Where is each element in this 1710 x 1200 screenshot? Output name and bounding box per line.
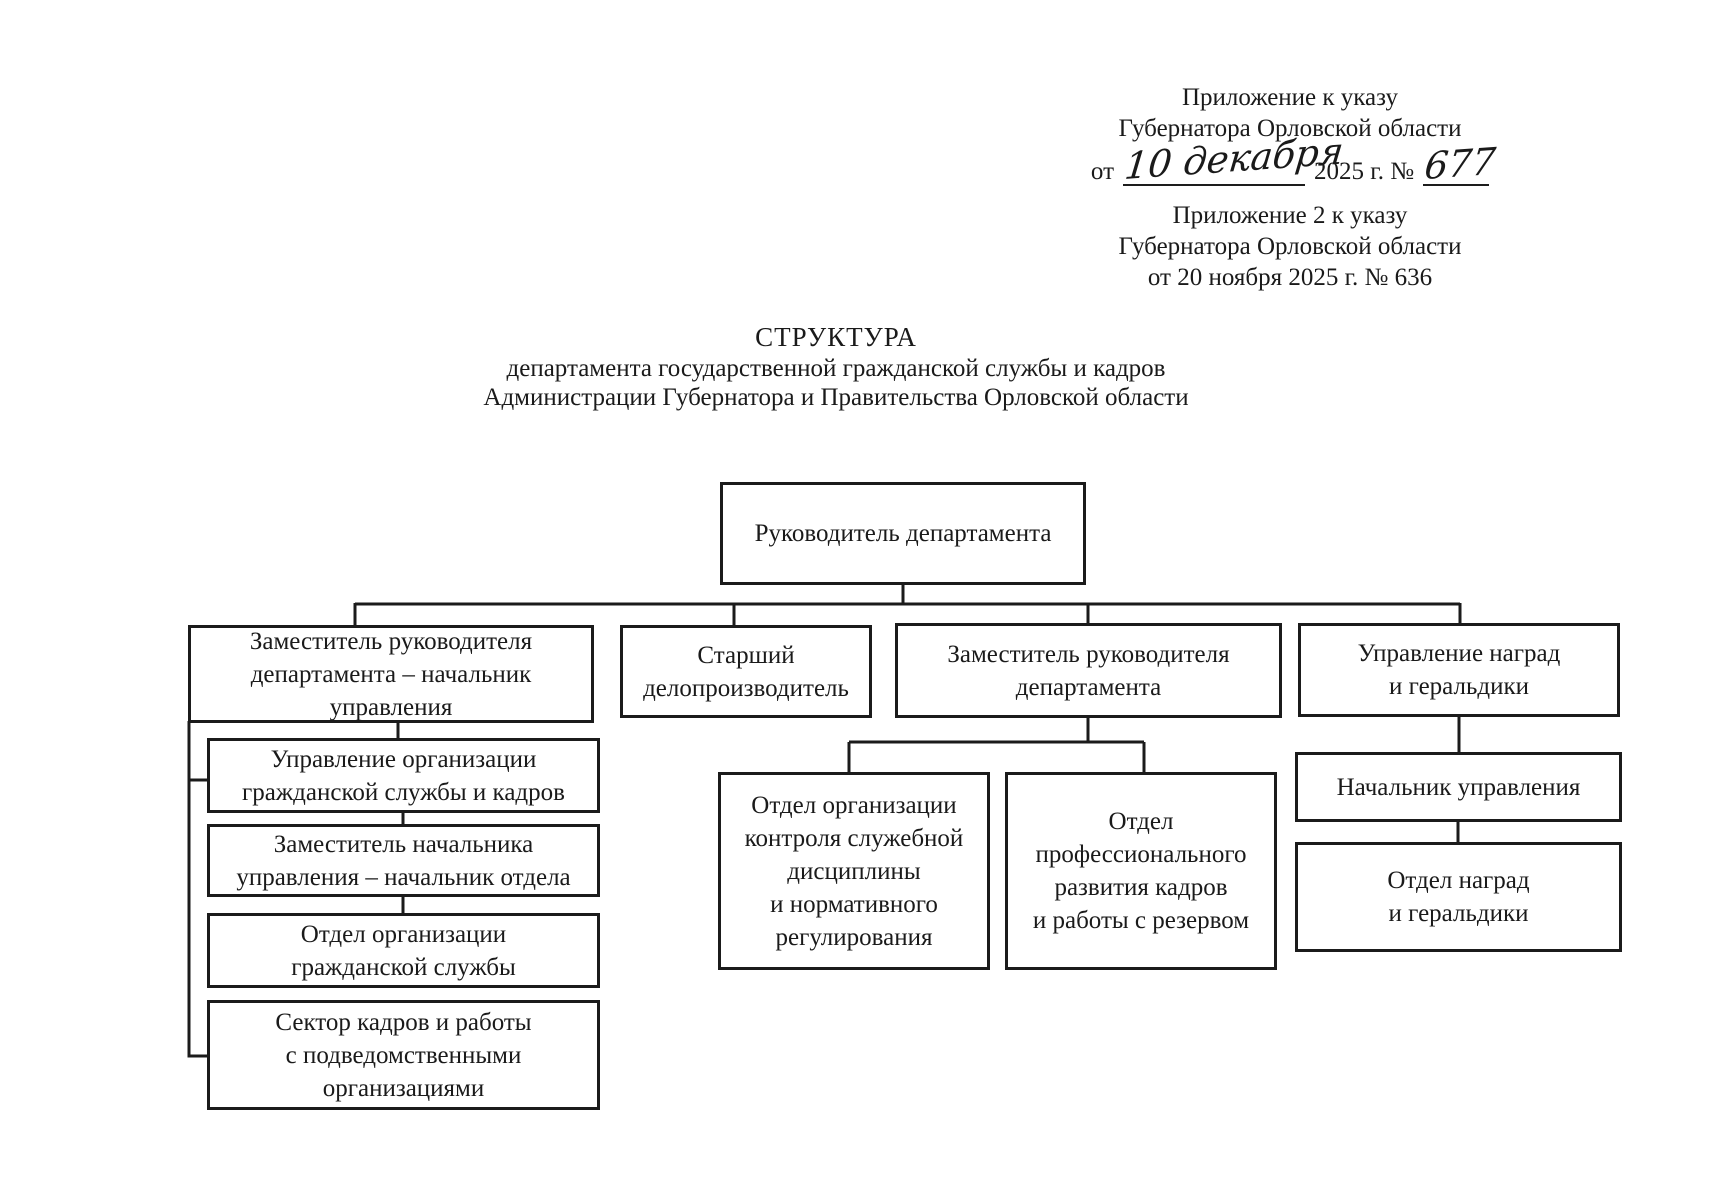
org-box-civil-service-division: Отдел организации гражданской службы bbox=[207, 913, 600, 988]
date-middle: 2025 г. № bbox=[1314, 158, 1415, 185]
org-box-personnel-sector: Сектор кадров и работы с подведомственны… bbox=[207, 1000, 600, 1110]
org-box-deputy-head: Заместитель руководителя департамента bbox=[895, 623, 1282, 718]
annotation-appendix-primary: Приложение к указу Губернатора Орловской… bbox=[1040, 82, 1540, 194]
handwritten-number-slot: 677 bbox=[1423, 140, 1498, 188]
annotation-line: Губернатора Орловской области bbox=[1118, 233, 1462, 260]
date-prefix: от bbox=[1090, 158, 1115, 185]
annotation-line: Приложение к указу bbox=[1181, 84, 1399, 111]
document-title: СТРУКТУРА департамента государственной г… bbox=[0, 320, 1672, 412]
org-box-professional-development-division: Отдел профессионального развития кадров … bbox=[1005, 772, 1277, 970]
annotation-appendix-secondary: Приложение 2 к указу Губернатора Орловск… bbox=[1040, 200, 1540, 293]
org-box-civil-service-directorate: Управление организации гражданской служб… bbox=[207, 738, 600, 813]
title-sub1: департамента государственной гражданской… bbox=[506, 355, 1166, 382]
org-box-deputy-chief-division-head: Заместитель начальника управления – нача… bbox=[207, 824, 600, 897]
org-box-awards-division: Отдел наград и геральдики bbox=[1295, 842, 1622, 952]
annotation-line: Приложение 2 к указу bbox=[1172, 202, 1408, 229]
handwritten-date-slot: 10 декабря bbox=[1123, 129, 1346, 188]
title-sub2: Администрации Губернатора и Правительств… bbox=[483, 384, 1189, 411]
annotation-line: от 20 ноября 2025 г. № 636 bbox=[1147, 264, 1433, 291]
org-box-awards-directorate: Управление наград и геральдики bbox=[1298, 623, 1620, 717]
title-main: СТРУКТУРА bbox=[755, 322, 917, 352]
annotation-date-line: от 10 декабря 2025 г. № 677 bbox=[1040, 129, 1540, 194]
org-box-deputy-head-chief-of-directorate: Заместитель руководителя департамента – … bbox=[188, 625, 594, 723]
annotation-line: Губернатора Орловской области bbox=[1118, 115, 1462, 142]
org-box-senior-clerk: Старший делопроизводитель bbox=[620, 625, 872, 718]
org-box-root: Руководитель департамента bbox=[720, 482, 1086, 585]
org-box-directorate-chief: Начальник управления bbox=[1295, 752, 1622, 822]
org-box-discipline-control-division: Отдел организации контроля служебной дис… bbox=[718, 772, 990, 970]
